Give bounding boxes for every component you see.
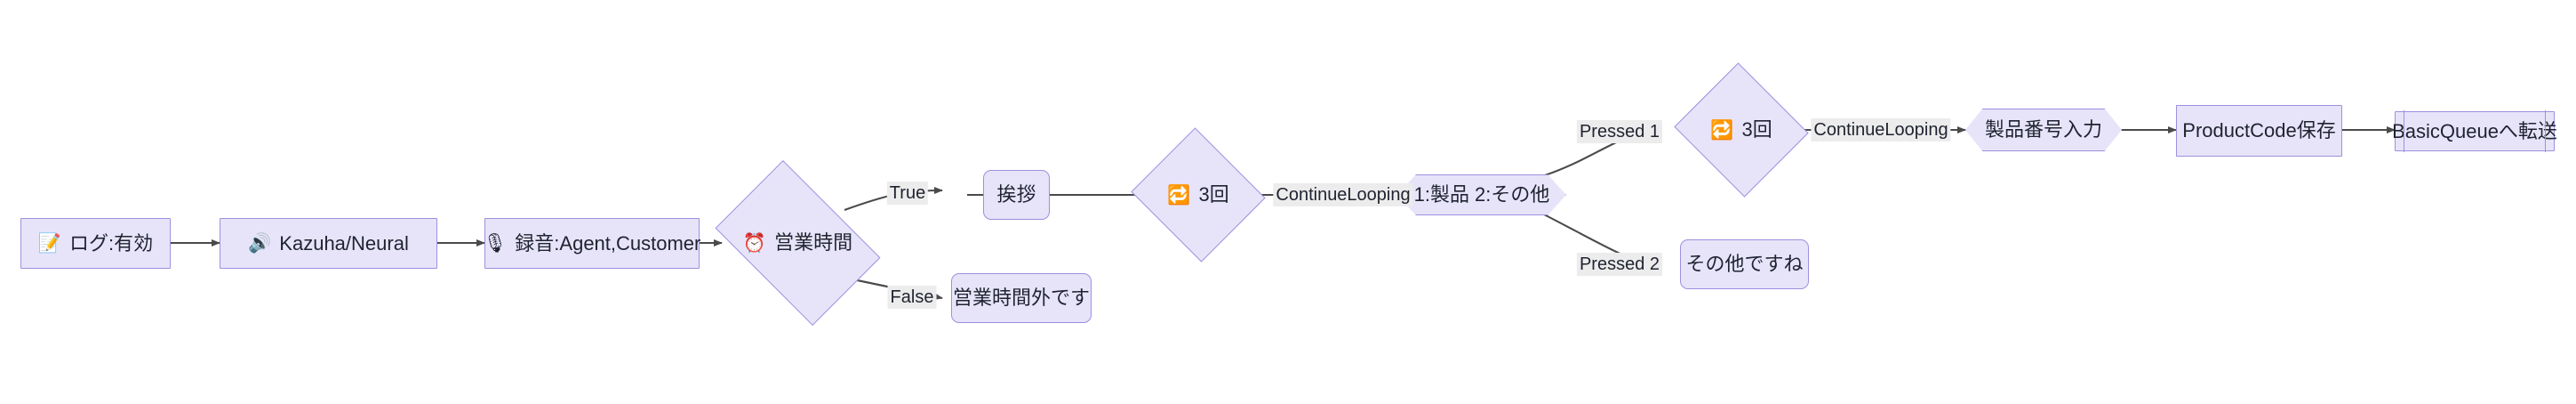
alarm-clock-icon: ⏰ — [742, 232, 767, 254]
microphone-icon: 🎙 — [483, 233, 508, 254]
node-greeting[interactable]: 挨拶 — [983, 170, 1050, 220]
node-transfer-basic-queue[interactable]: BasicQueueへ転送 — [2392, 110, 2557, 152]
node-other-response-label: その他ですね — [1685, 253, 1804, 276]
repeat-icon: 🔁 — [1710, 119, 1734, 141]
node-loop-1-label: 3回 — [1198, 183, 1229, 206]
hexagon-shape — [1965, 109, 2122, 151]
repeat-icon: 🔁 — [1167, 184, 1191, 206]
node-closed-message-label: 営業時間外です — [952, 287, 1090, 310]
node-log[interactable]: 📝 ログ:有効 — [20, 218, 171, 269]
node-transfer-basic-queue-label: BasicQueueへ転送 — [2392, 119, 2557, 142]
node-business-hours[interactable]: ⏰ 営業時間 — [715, 160, 881, 326]
node-record[interactable]: 🎙 録音:Agent,Customer — [484, 218, 700, 269]
node-product-code-input-label: 製品番号入力 — [1984, 118, 2102, 141]
edge-label-continue-looping-2: ContinueLooping — [1811, 118, 1951, 141]
node-loop-2[interactable]: 🔁 3回 — [1674, 62, 1809, 198]
edge-label-continue-looping-1: ContinueLooping — [1273, 183, 1413, 206]
node-loop-2-label: 3回 — [1741, 118, 1772, 141]
node-loop-1[interactable]: 🔁 3回 — [1131, 127, 1266, 263]
node-business-hours-label: 営業時間 — [774, 231, 853, 255]
node-voice-label: Kazuha/Neural — [279, 231, 409, 255]
node-save-product-code[interactable]: ProductCode保存 — [2176, 105, 2342, 157]
edge-label-false: False — [887, 286, 937, 309]
hexagon-shape — [1397, 174, 1566, 215]
memo-icon: 📝 — [37, 233, 62, 254]
edge-label-pressed-2: Pressed 2 — [1576, 253, 1663, 276]
node-log-label: ログ:有効 — [69, 231, 154, 255]
node-record-label: 録音:Agent,Customer — [515, 231, 701, 255]
edge-label-pressed-1: Pressed 1 — [1576, 120, 1663, 143]
node-other-response[interactable]: その他ですね — [1680, 239, 1809, 289]
node-menu-prompt[interactable]: 1:製品 2:その他 — [1397, 174, 1566, 215]
node-menu-prompt-label: 1:製品 2:その他 — [1413, 183, 1550, 206]
node-closed-message[interactable]: 営業時間外です — [951, 273, 1092, 323]
node-voice[interactable]: 🔊 Kazuha/Neural — [220, 218, 437, 269]
edge-label-true: True — [886, 182, 929, 205]
node-product-code-input[interactable]: 製品番号入力 — [1965, 109, 2122, 151]
node-save-product-code-label: ProductCode保存 — [2182, 119, 2336, 142]
speaker-icon: 🔊 — [248, 233, 272, 254]
node-greeting-label: 挨拶 — [996, 183, 1036, 206]
